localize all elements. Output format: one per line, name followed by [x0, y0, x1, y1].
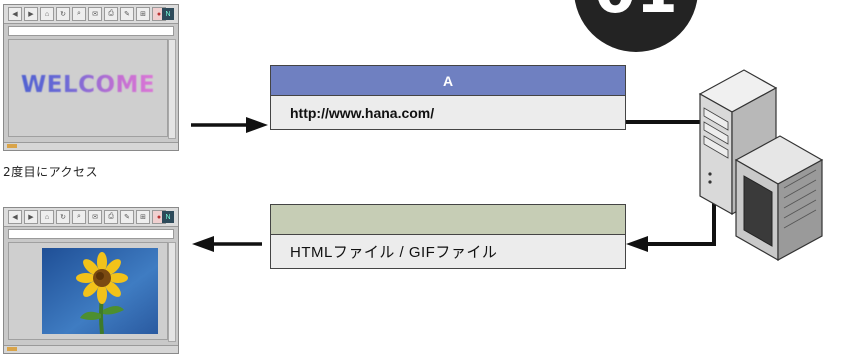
request-box: A http://www.hana.com/: [270, 65, 626, 130]
step-number-text: 01: [574, 0, 698, 22]
back-icon: ◀: [8, 7, 22, 21]
mail-icon: ✉: [88, 7, 102, 21]
status-bar: [4, 345, 178, 353]
welcome-text: WELCOME: [9, 72, 167, 98]
search-icon: ⌕: [72, 210, 86, 224]
response-to-browser-arrow-head: [192, 236, 214, 252]
edit-icon: ✎: [120, 7, 134, 21]
browser-window-sunflower: ◀ ▶ ⌂ ↻ ⌕ ✉ ⎙ ✎ ⊞ ● N: [3, 207, 179, 354]
home-icon: ⌂: [40, 210, 54, 224]
request-url: http://www.hana.com/: [271, 96, 625, 129]
response-box: HTMLファイル / GIFファイル: [270, 204, 626, 269]
scrollbar: [168, 39, 176, 139]
back-icon: ◀: [8, 210, 22, 224]
window-icon: ⊞: [136, 7, 150, 21]
request-arrow-head: [246, 117, 268, 133]
browser-toolbar: ◀ ▶ ⌂ ↻ ⌕ ✉ ⎙ ✎ ⊞ ● N: [4, 5, 178, 24]
forward-icon: ▶: [24, 7, 38, 21]
home-icon: ⌂: [40, 7, 54, 21]
browser-logo-icon: N: [162, 8, 174, 20]
response-box-header: [271, 205, 625, 235]
edit-icon: ✎: [120, 210, 134, 224]
browser-toolbar: ◀ ▶ ⌂ ↻ ⌕ ✉ ⎙ ✎ ⊞ ● N: [4, 208, 178, 227]
browser-logo-icon: N: [162, 211, 174, 223]
status-bar: [4, 142, 178, 150]
url-bar: [8, 229, 174, 239]
response-content: HTMLファイル / GIFファイル: [271, 235, 625, 268]
reload-icon: ↻: [56, 210, 70, 224]
server-icon: [698, 69, 824, 262]
request-box-header: A: [271, 66, 625, 96]
browser-window-welcome: ◀ ▶ ⌂ ↻ ⌕ ✉ ⎙ ✎ ⊞ ● N WELCOME: [3, 4, 179, 151]
sunflower-image: [42, 248, 158, 334]
forward-icon: ▶: [24, 210, 38, 224]
url-bar: [8, 26, 174, 36]
window-icon: ⊞: [136, 210, 150, 224]
mail-icon: ✉: [88, 210, 102, 224]
print-icon: ⎙: [104, 7, 118, 21]
reload-icon: ↻: [56, 7, 70, 21]
browser-viewport: WELCOME: [8, 39, 168, 137]
search-icon: ⌕: [72, 7, 86, 21]
access-caption: 2度目にアクセス: [3, 165, 99, 179]
scrollbar: [168, 242, 176, 342]
print-icon: ⎙: [104, 210, 118, 224]
request-box-title: A: [442, 72, 454, 89]
browser-viewport: [8, 242, 168, 340]
response-arrow-head: [626, 236, 648, 252]
